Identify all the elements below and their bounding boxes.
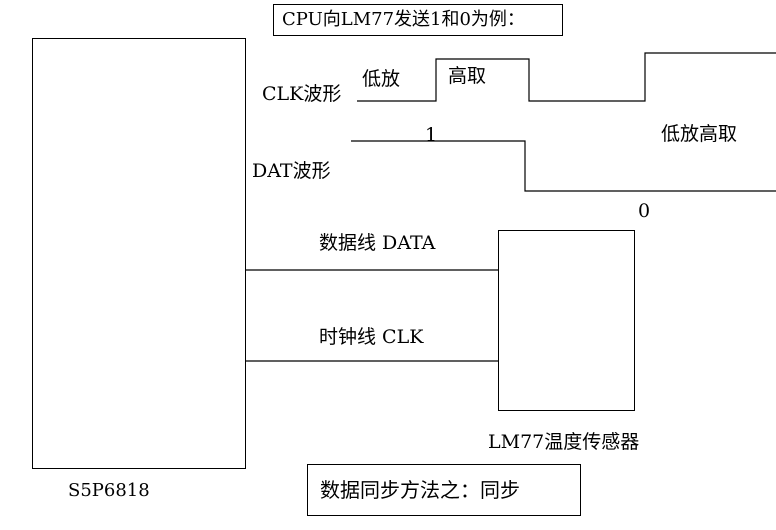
sync-method-box: 数据同步方法之：同步 (307, 464, 581, 516)
clk-right-text: 低放高取 (661, 123, 738, 145)
data-line-label: 数据线 DATA (319, 232, 436, 254)
diagram-title: CPU向LM77发送1和0为例： (282, 9, 525, 30)
clk-wave-label: CLK波形 (262, 83, 342, 105)
clk-low-text: 低放 (362, 68, 401, 90)
dat-bit-zero: 0 (638, 200, 651, 222)
clk-waveform (357, 52, 776, 102)
cpu-label: S5P6818 (68, 480, 150, 501)
title-box: CPU向LM77发送1和0为例： (273, 4, 563, 36)
sync-method-text: 数据同步方法之：同步 (320, 478, 520, 502)
dat-bit-one: 1 (425, 124, 438, 146)
sensor-block (498, 230, 635, 411)
dat-waveform (351, 140, 776, 192)
sensor-label: LM77温度传感器 (488, 431, 640, 453)
dat-wave-label: DAT波形 (252, 160, 331, 182)
cpu-block (32, 38, 246, 469)
clock-line-label: 时钟线 CLK (319, 326, 424, 348)
clk-high-text: 高取 (448, 65, 487, 87)
